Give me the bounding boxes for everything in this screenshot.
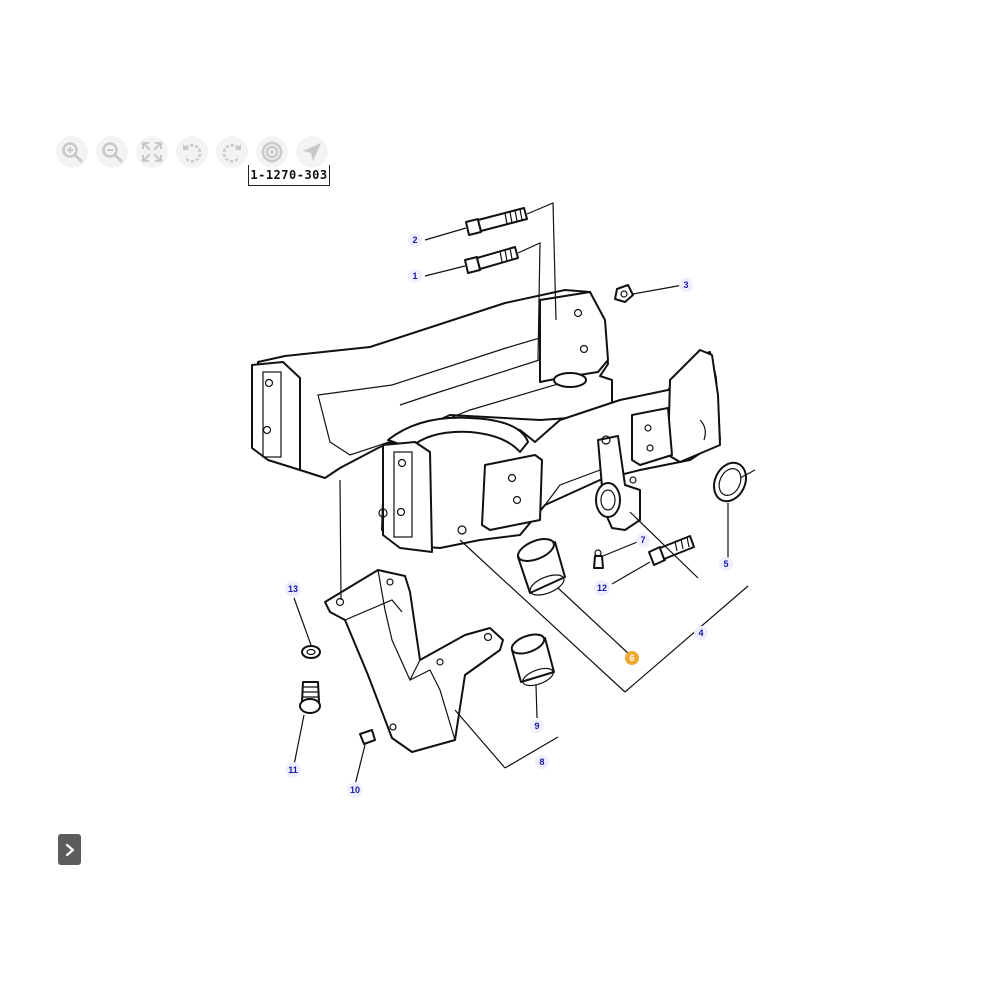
callout-11[interactable]: 11 bbox=[285, 762, 301, 778]
callout-7[interactable]: 7 bbox=[636, 533, 650, 547]
bolt-1 bbox=[464, 246, 519, 274]
viewer-toolbar bbox=[56, 136, 328, 168]
expand-panel-button[interactable] bbox=[58, 834, 81, 865]
rotate-right-icon bbox=[222, 143, 241, 163]
bushing-6 bbox=[517, 538, 566, 596]
nut-3 bbox=[614, 284, 634, 303]
chevron-right-icon bbox=[65, 843, 74, 856]
seal-ring-5 bbox=[712, 461, 748, 503]
callout-12[interactable]: 12 bbox=[594, 580, 610, 596]
grease-nipple-7 bbox=[593, 549, 604, 569]
leader-lines bbox=[293, 202, 756, 786]
svg-text:6: 6 bbox=[629, 653, 634, 663]
callout-6[interactable]: 6 bbox=[625, 651, 639, 665]
svg-text:5: 5 bbox=[723, 559, 728, 569]
zoom-in-icon bbox=[62, 142, 83, 163]
washer-13 bbox=[301, 645, 321, 659]
target-icon bbox=[261, 141, 283, 163]
callout-10[interactable]: 10 bbox=[347, 782, 363, 798]
svg-text:7: 7 bbox=[640, 535, 645, 545]
callout-1[interactable]: 1 bbox=[408, 269, 422, 283]
svg-text:9: 9 bbox=[534, 721, 539, 731]
fit-screen-button[interactable] bbox=[136, 136, 168, 168]
bushing-9 bbox=[510, 633, 555, 687]
fit-screen-icon bbox=[142, 142, 162, 162]
target-button[interactable] bbox=[256, 136, 288, 168]
bolt-12 bbox=[648, 535, 695, 566]
bolt-11 bbox=[299, 681, 321, 714]
rotate-left-button[interactable] bbox=[176, 136, 208, 168]
svg-text:10: 10 bbox=[350, 785, 360, 795]
bracket-8 bbox=[324, 569, 504, 753]
callout-5[interactable]: 5 bbox=[719, 557, 733, 571]
svg-text:8: 8 bbox=[539, 757, 544, 767]
svg-text:3: 3 bbox=[683, 280, 688, 290]
svg-text:11: 11 bbox=[288, 765, 298, 775]
pointer-button[interactable] bbox=[296, 136, 328, 168]
front-axle-support-frame bbox=[251, 289, 721, 553]
svg-text:2: 2 bbox=[412, 235, 417, 245]
callout-9[interactable]: 9 bbox=[530, 719, 544, 733]
svg-text:13: 13 bbox=[288, 584, 298, 594]
svg-text:4: 4 bbox=[698, 628, 703, 638]
svg-text:1: 1 bbox=[412, 271, 417, 281]
pointer-icon bbox=[303, 143, 321, 161]
callout-13[interactable]: 13 bbox=[285, 581, 301, 597]
zoom-out-icon bbox=[102, 142, 123, 163]
zoom-out-button[interactable] bbox=[96, 136, 128, 168]
bolt-2 bbox=[465, 207, 528, 236]
callout-3[interactable]: 3 bbox=[679, 278, 693, 292]
svg-text:12: 12 bbox=[597, 583, 607, 593]
drawing-reference-code: 1-1270-303 bbox=[248, 165, 330, 186]
zoom-in-button[interactable] bbox=[56, 136, 88, 168]
rotate-right-button[interactable] bbox=[216, 136, 248, 168]
grease-nipple-10 bbox=[359, 729, 376, 745]
callout-8[interactable]: 8 bbox=[535, 755, 549, 769]
callout-2[interactable]: 2 bbox=[408, 233, 422, 247]
rotate-left-icon bbox=[183, 143, 202, 163]
callout-4[interactable]: 4 bbox=[694, 626, 708, 640]
